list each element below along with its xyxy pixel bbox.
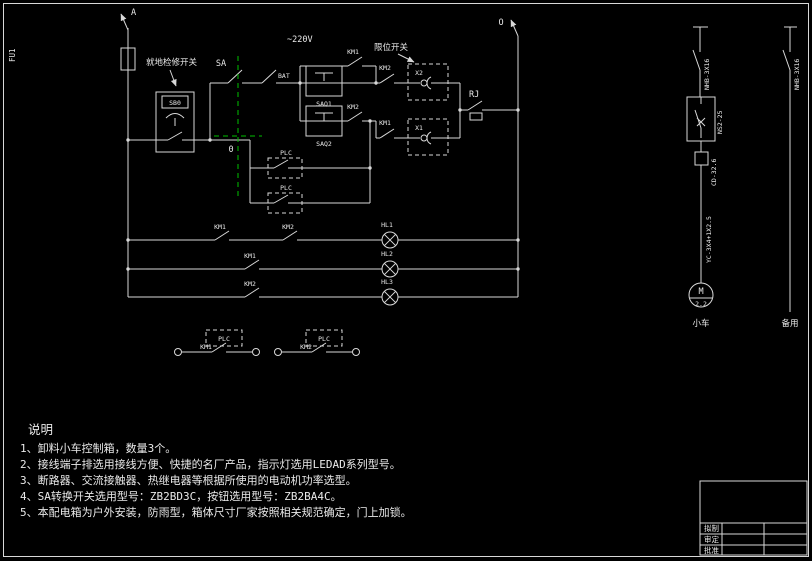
lamp-hl1: HL1: [381, 221, 399, 249]
note-item: 1、卸料小车控制箱，数量3个。: [20, 441, 176, 455]
lamp-cross-icon: [383, 290, 397, 304]
supply-phase-o: O: [498, 18, 519, 37]
estop-note-label: 就地检修开关: [146, 57, 198, 68]
x2-label: X2: [415, 69, 423, 77]
titleblock-row-label: 批准: [704, 545, 719, 555]
notes-block: 说明 1、卸料小车控制箱，数量3个。 2、接线端子排选用接线方便、快捷的名厂产品…: [20, 422, 412, 519]
plc-label: PLC: [218, 335, 230, 343]
bat-contact-label: BAT: [278, 72, 290, 80]
titleblock-row-label: 审定: [704, 534, 719, 544]
lamp-rails: KM1 KM2 KM1 KM2 HL1 HL2 HL3: [214, 221, 399, 306]
coil-saq2: SAQ2: [305, 105, 343, 148]
estop-tag-box: [161, 95, 189, 109]
junction-dots: [126, 81, 520, 271]
mushroom-button-icon: [165, 113, 185, 126]
note-item: 5、本配电箱为户外安装，防雨型，箱体尺寸厂家按照相关规范确定，门上加锁。: [20, 505, 412, 519]
starter-model-label: NS2-25: [716, 110, 724, 134]
estop-sb0: 就地检修开关 SB0: [146, 57, 198, 153]
km1-rail2-label: KM1: [244, 252, 256, 260]
plug-pin-icon: [420, 79, 428, 87]
estop-enclosure: [155, 91, 195, 153]
incoming-cable-right-label: NHB-3X16: [793, 59, 801, 90]
lamp-hl3: HL3: [381, 278, 399, 306]
contactor-model-label: CD-32.6: [710, 159, 718, 186]
phase-a-arrow-icon: [120, 13, 129, 31]
saq1-label: SAQ1: [316, 100, 332, 108]
note-item: 3、断路器、交流接触器、热继电器等根据所使用的电动机功率选型。: [20, 473, 357, 487]
relay-rj: RJ: [469, 90, 483, 121]
aux-circuit-km1: PLC KM1: [174, 329, 260, 356]
incoming-cable-left-label: NHB-3X16: [703, 59, 711, 90]
contact-symbols: [167, 56, 483, 353]
km1-aux-label: KM1: [200, 343, 212, 351]
socket-icon: [426, 76, 432, 90]
load-right-label: 备用: [781, 318, 798, 329]
hl3-label: HL3: [381, 278, 393, 286]
limit-switch-note-label: 限位开关: [374, 42, 409, 53]
terminal-icon: [274, 348, 282, 356]
note-item: 2、接线端子排选用接线方便、快捷的名厂产品，指示灯选用LEDAD系列型号。: [20, 457, 401, 471]
x1-label: X1: [415, 124, 423, 132]
km1-contact-label-mid: KM1: [379, 119, 391, 127]
phase-a-label: A: [131, 8, 136, 18]
title-block: 拟制 审定 批准: [699, 480, 808, 556]
drawing-frame: [3, 3, 809, 557]
saq2-label: SAQ2: [316, 140, 332, 148]
motor-power-label: 2.2: [695, 300, 707, 308]
coil-t-icon: [315, 112, 333, 121]
plc-branch-2: PLC: [267, 184, 303, 214]
terminal-icon: [252, 348, 260, 356]
selector-zero-label: 0: [228, 145, 233, 155]
motor-feeder: NHB-3X16 NHB-3X16 NS2-25 CD-32.6 YC-3X4+…: [686, 26, 801, 329]
coil-saq1: SAQ1: [305, 65, 343, 108]
notes-title: 说明: [28, 422, 53, 437]
aux-circuit-km2: PLC KM2: [274, 329, 360, 356]
terminal-icon: [174, 348, 182, 356]
phase-o-label: O: [498, 18, 503, 28]
lamp-hl2: HL2: [381, 250, 399, 278]
selector-sa: SA 0: [214, 56, 262, 200]
plc-branch-1: PLC: [267, 149, 303, 179]
connector-x2: 限位开关 X2: [374, 42, 449, 101]
km2-rail3-label: KM2: [244, 280, 256, 288]
socket-icon: [426, 131, 432, 145]
plc-label: PLC: [318, 335, 330, 343]
motor-cable-label: YC-3X4+1X2.5: [705, 216, 713, 263]
lamp-cross-icon: [383, 233, 397, 247]
coil-t-icon: [315, 72, 333, 81]
km1-contact-label-top: KM1: [347, 48, 359, 56]
selector-label: SA: [216, 59, 226, 69]
km2-contact-label-mid: KM2: [347, 103, 359, 111]
note-item: 4、SA转换开关选用型号：ZB2BD3C，按钮选用型号：ZB2BA4C。: [20, 489, 342, 503]
lamp-cross-icon: [383, 262, 397, 276]
motor-symbol: M 2.2: [688, 282, 714, 308]
breaker-symbol-icon: [694, 97, 706, 138]
contactor-box: [694, 151, 709, 166]
phase-o-arrow-icon: [510, 19, 519, 37]
fuse-symbol: [120, 47, 136, 71]
limit-leader-arrow-icon: [397, 53, 415, 63]
fuse-label: FU1: [8, 48, 17, 62]
voltage-label: ~220V: [287, 35, 313, 45]
control-circuit-wires: [127, 28, 519, 353]
km2-contact-label-top: KM2: [379, 64, 391, 72]
km2-rail1-label: KM2: [282, 223, 294, 231]
estop-leader-arrow-icon: [169, 69, 177, 87]
estop-label: SB0: [169, 99, 181, 107]
terminal-icon: [352, 348, 360, 356]
km2-aux-label: KM2: [300, 343, 312, 351]
thermal-element-icon: [469, 112, 483, 121]
plc-label: PLC: [280, 184, 292, 192]
connector-x1: X1: [407, 118, 449, 156]
motor-letter-label: M: [698, 287, 703, 297]
plug-pin-icon: [420, 134, 428, 142]
load-left-label: 小车: [692, 318, 709, 329]
titleblock-row-label: 拟制: [704, 523, 719, 533]
rj-label: RJ: [469, 90, 479, 100]
hl2-label: HL2: [381, 250, 393, 258]
plc-label: PLC: [280, 149, 292, 157]
km1-rail1-label: KM1: [214, 223, 226, 231]
hl1-label: HL1: [381, 221, 393, 229]
supply-phase-a: A FU1: [8, 8, 136, 71]
